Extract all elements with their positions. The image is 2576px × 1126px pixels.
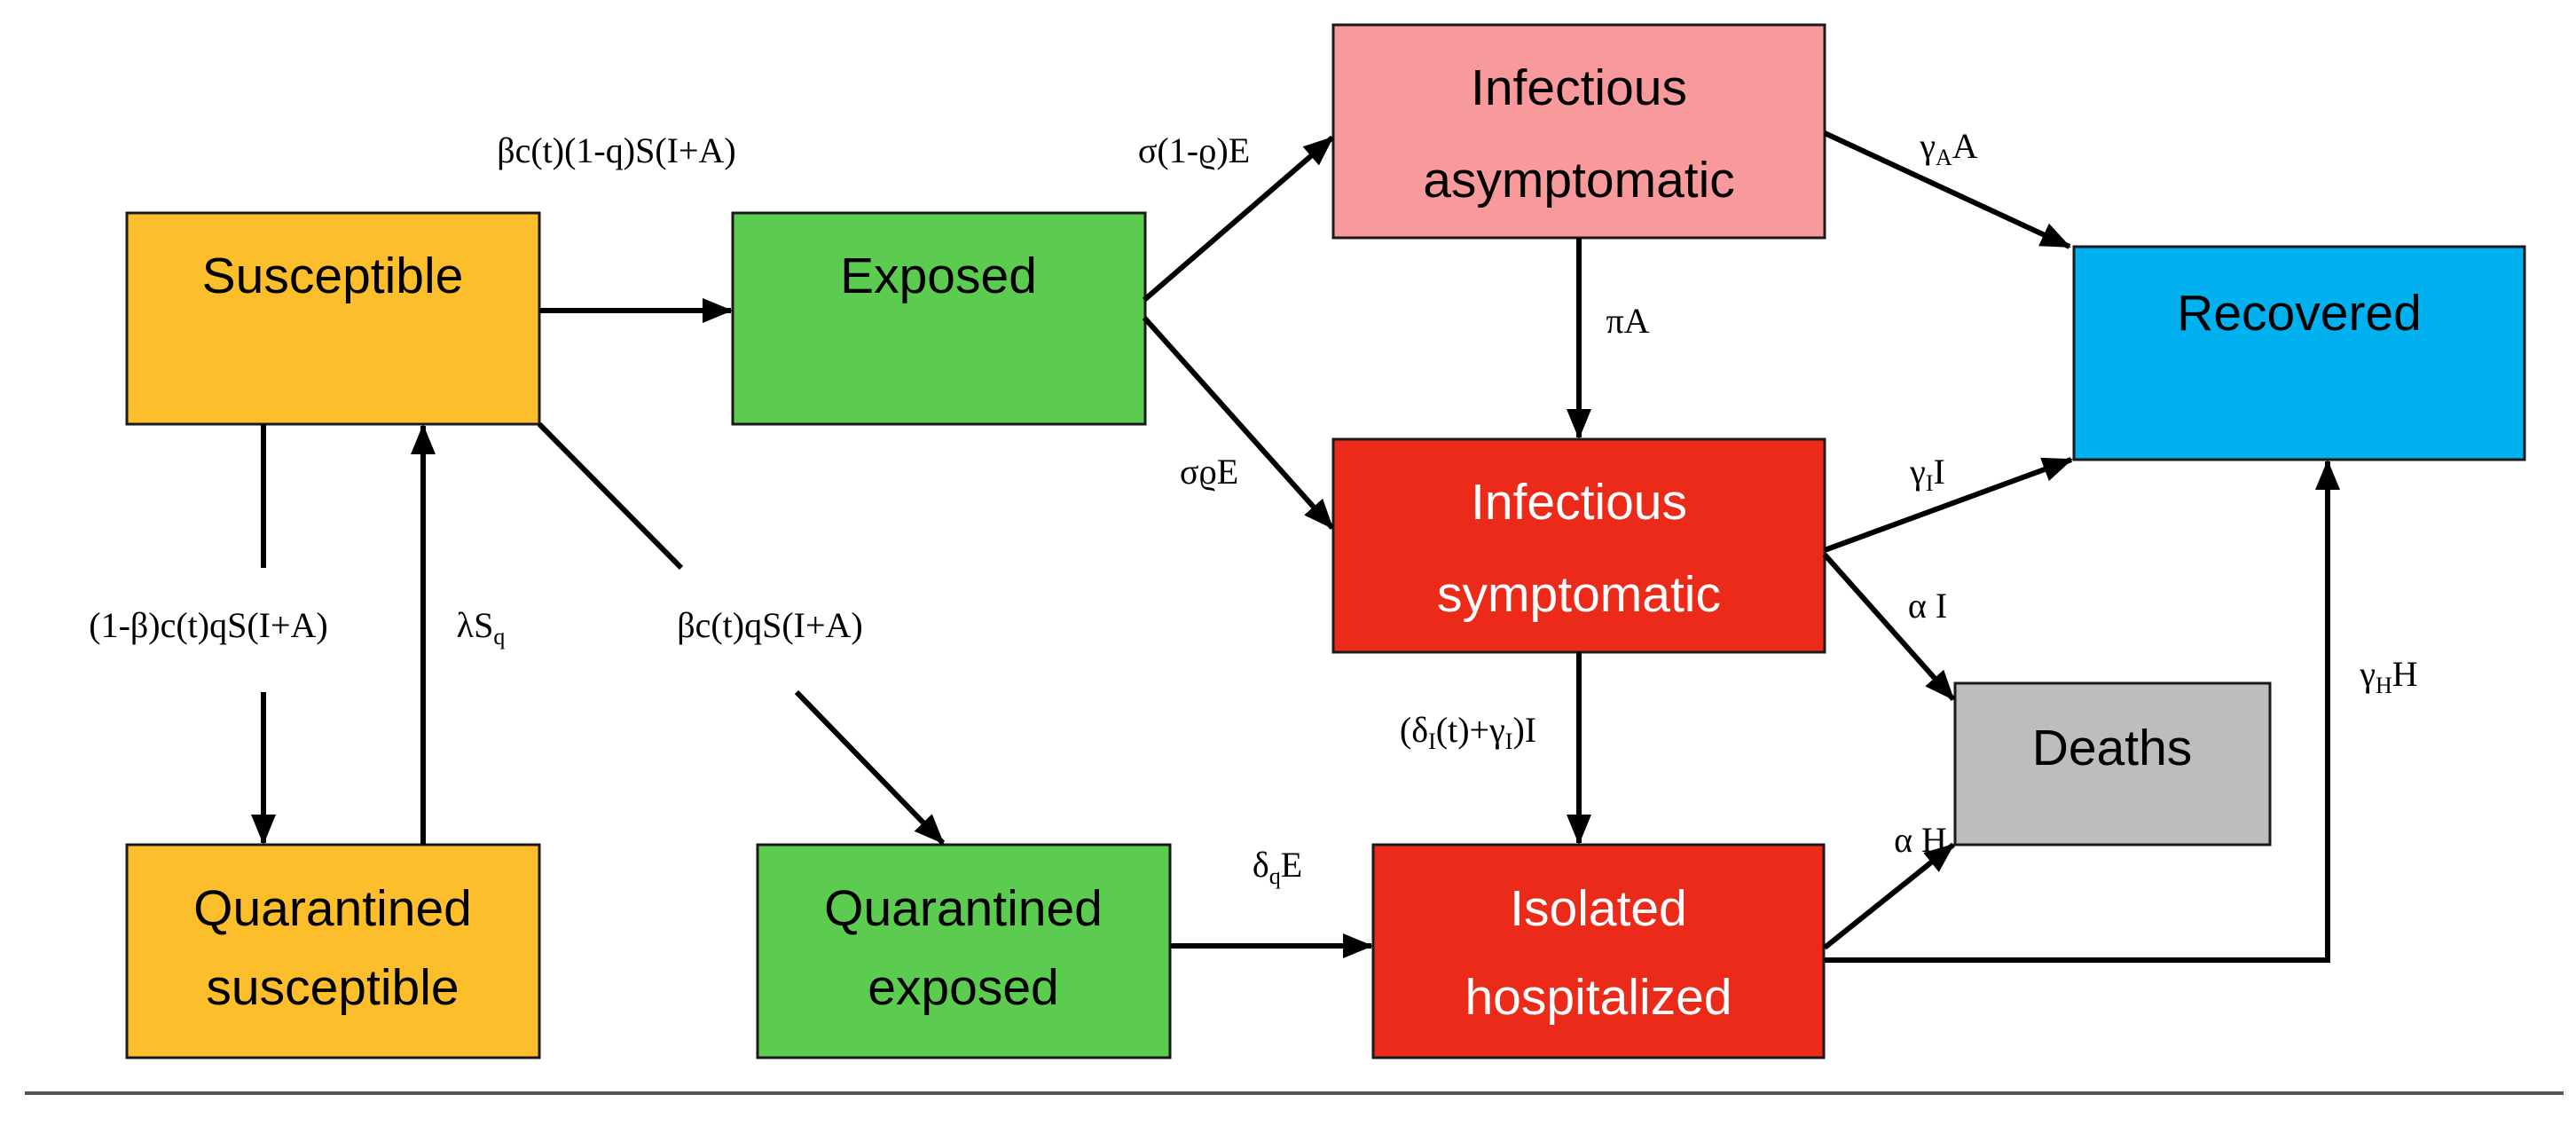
box-quarantined-susceptible: Quarantined susceptible [125,843,541,1059]
box-infectious-symptomatic-line2: symptomatic [1437,566,1721,623]
box-infectious-symptomatic: Infectious symptomatic [1331,437,1826,654]
arrow-asymptomatic-to-recovered [1823,130,2071,249]
box-quarantined-exposed: Quarantined exposed [756,843,1172,1059]
box-infectious-asymptomatic-line2: asymptomatic [1423,152,1735,209]
arrow-symptomatic-to-recovered [1823,457,2073,553]
rate-hospitalized-to-recovered: γHH [2359,654,2417,698]
arrow-exposed-to-symptomatic [1142,315,1335,531]
rate-susceptible-to-quarantined-exposed: βc(t)qS(I+A) [677,605,863,645]
box-isolated-hospitalized-line2: hospitalized [1465,969,1732,1026]
rate-asymptomatic-to-symptomatic: πA [1606,301,1649,341]
arrow-susceptible-to-quarantined-exposed-upper [537,421,684,571]
box-quarantined-exposed-line2: exposed [868,959,1059,1016]
rate-quarantined-susceptible-to-susceptible: λSq [457,605,506,650]
rate-susceptible-to-quarantined-susceptible: (1-β)c(t)qS(I+A) [89,605,327,645]
rate-quarantined-exposed-to-hospitalized: δqE [1253,845,1302,889]
box-deaths: Deaths [1953,681,2272,846]
box-quarantined-susceptible-line1: Quarantined [193,880,472,937]
box-deaths-label: Deaths [2032,720,2193,776]
box-quarantined-exposed-line1: Quarantined [824,880,1103,937]
box-exposed-label: Exposed [840,248,1037,304]
rate-exposed-to-asymptomatic: σ(1-ϱ)E [1138,130,1250,170]
box-infectious-symptomatic-line1: Infectious [1471,474,1687,531]
arrow-susceptible-to-quarantined-exposed [794,689,946,846]
box-infectious-asymptomatic: Infectious asymptomatic [1331,23,1826,240]
box-recovered: Recovered [2072,245,2526,461]
arrow-exposed-to-asymptomatic [1143,135,1334,303]
arrow-hospitalized-to-deaths [1823,842,1955,950]
box-susceptible-label: Susceptible [202,248,464,304]
rate-susceptible-to-exposed: βc(t)(1-q)S(I+A) [497,130,735,170]
box-infectious-asymptomatic-line1: Infectious [1471,59,1687,116]
rate-hospitalized-to-deaths: α H [1894,820,1947,860]
rate-symptomatic-to-hospitalized: (δI(t)+γI)I [1400,710,1536,754]
box-susceptible: Susceptible [125,211,541,426]
arrow-symptomatic-to-deaths [1822,553,1956,701]
rate-exposed-to-symptomatic: σϱE [1180,452,1238,492]
box-isolated-hospitalized: Isolated hospitalized [1371,843,1826,1059]
box-recovered-label: Recovered [2177,285,2422,342]
box-quarantined-susceptible-line2: susceptible [206,959,459,1016]
box-exposed: Exposed [731,211,1147,426]
arrow-hospitalized-to-recovered [1825,460,2340,963]
rate-symptomatic-to-recovered: γII [1909,452,1945,496]
rate-asymptomatic-to-recovered: γAA [1919,126,1977,170]
box-isolated-hospitalized-line1: Isolated [1510,880,1687,937]
rate-symptomatic-to-deaths: α I [1908,586,1947,626]
